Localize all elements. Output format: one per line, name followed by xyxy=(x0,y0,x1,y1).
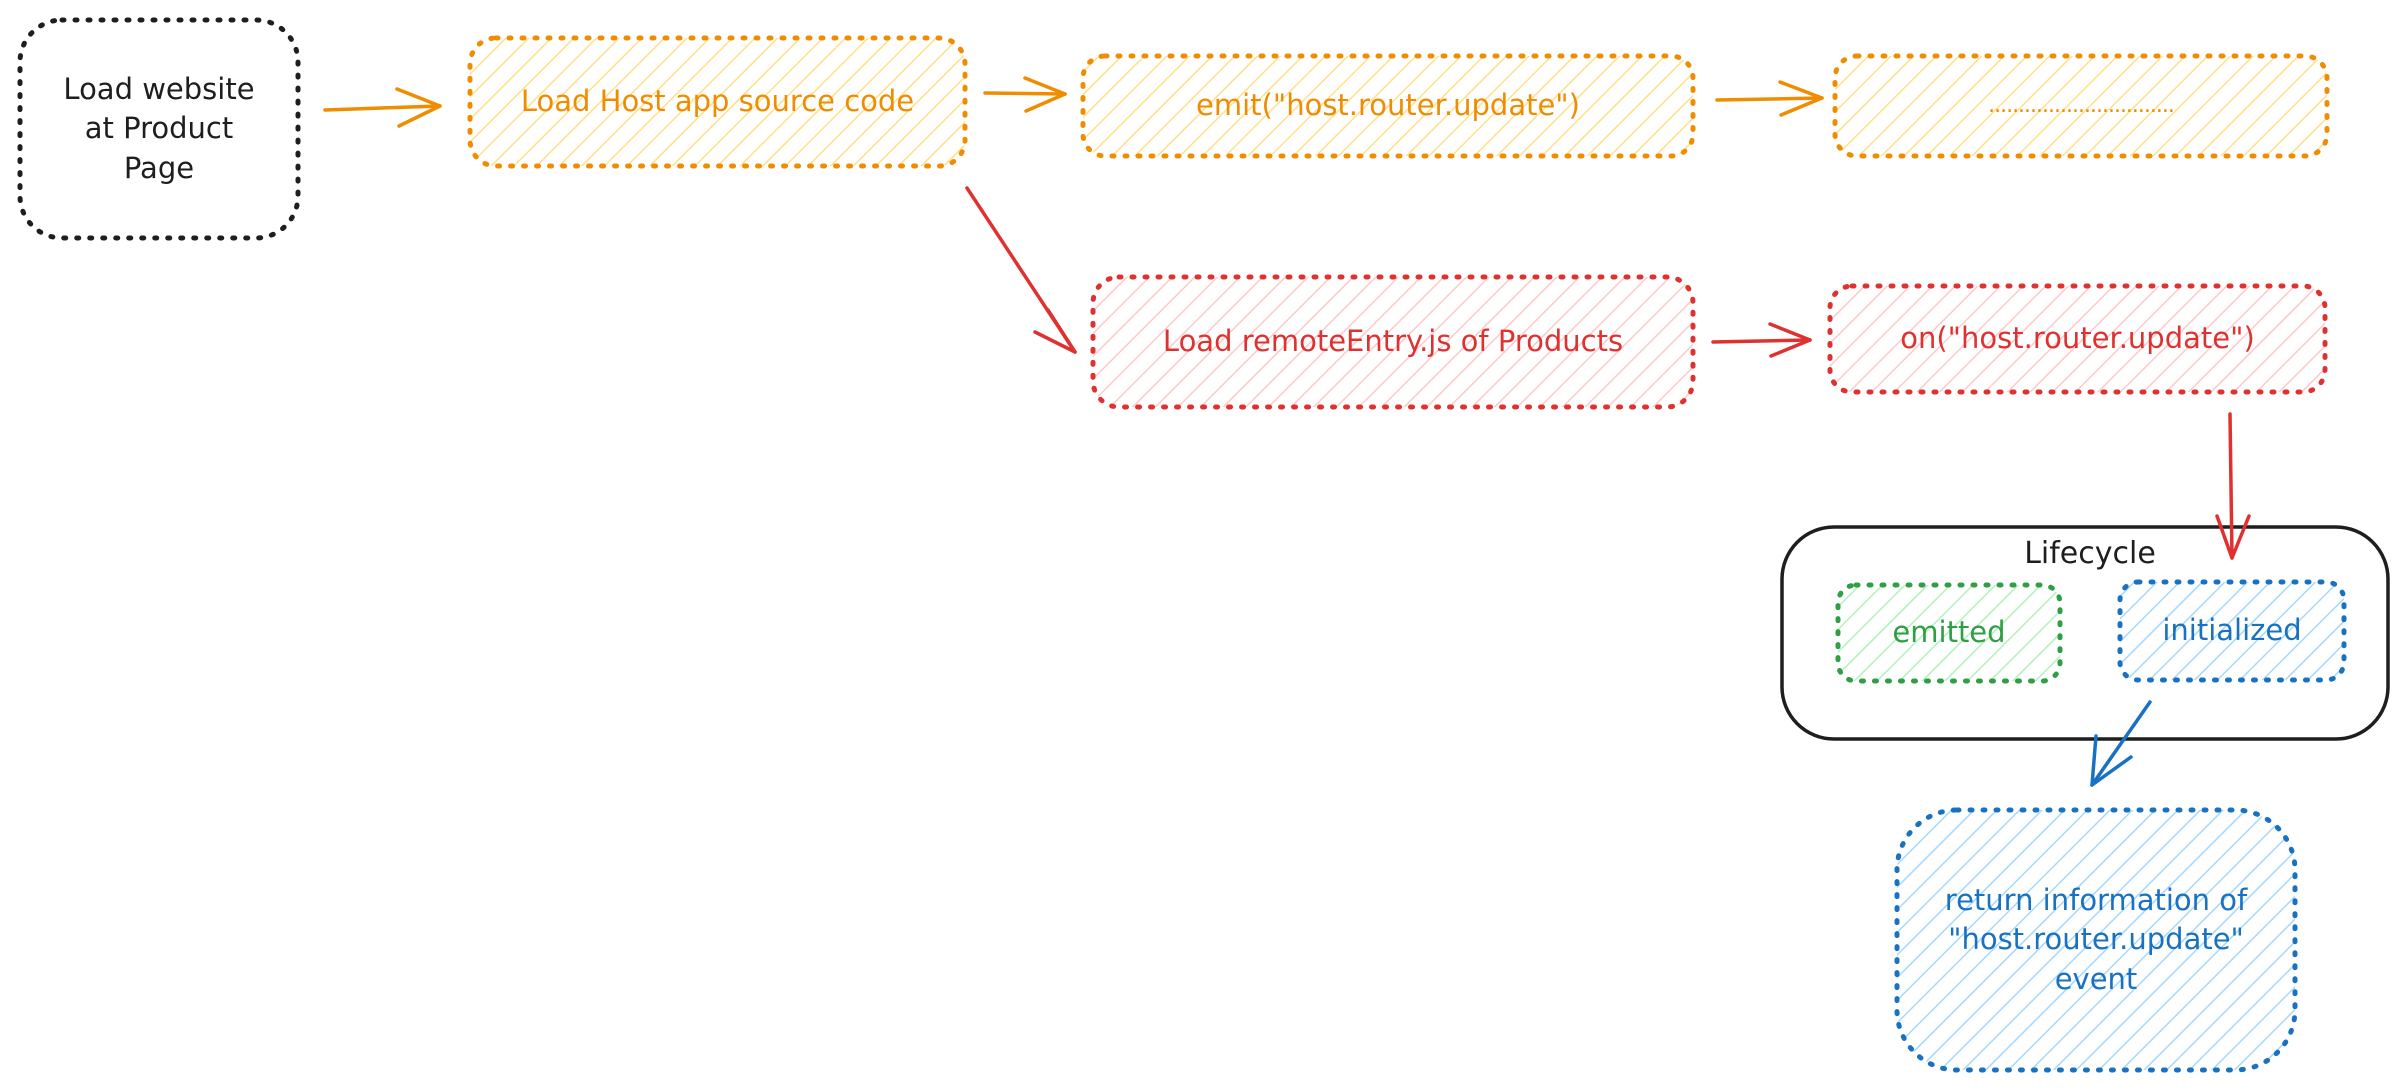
node-return-info-box xyxy=(1894,807,2298,1073)
arrow-host-to-remote-entry xyxy=(965,186,1077,354)
arrow-host-to-emit xyxy=(983,76,1067,113)
arrow-emit-to-ellipsis xyxy=(1715,80,1824,117)
arrow-initialized-to-return-info xyxy=(2090,700,2152,787)
lifecycle-initialized-box xyxy=(2117,579,2347,683)
node-load-host-box xyxy=(467,35,968,169)
lifecycle-emitted-box xyxy=(1835,582,2063,684)
arrow-on-update-to-initialized xyxy=(2215,412,2251,560)
arrow-website-to-host xyxy=(323,87,442,128)
node-load-remote-entry-box xyxy=(1090,274,1696,410)
node-on-update-box xyxy=(1827,283,2328,395)
lifecycle-container xyxy=(1780,525,2390,741)
node-load-website-box xyxy=(17,17,301,241)
arrow-remote-entry-to-on-update xyxy=(1711,322,1812,358)
node-ellipsis-box xyxy=(1832,53,2330,159)
node-emit-update-box xyxy=(1080,53,1696,159)
